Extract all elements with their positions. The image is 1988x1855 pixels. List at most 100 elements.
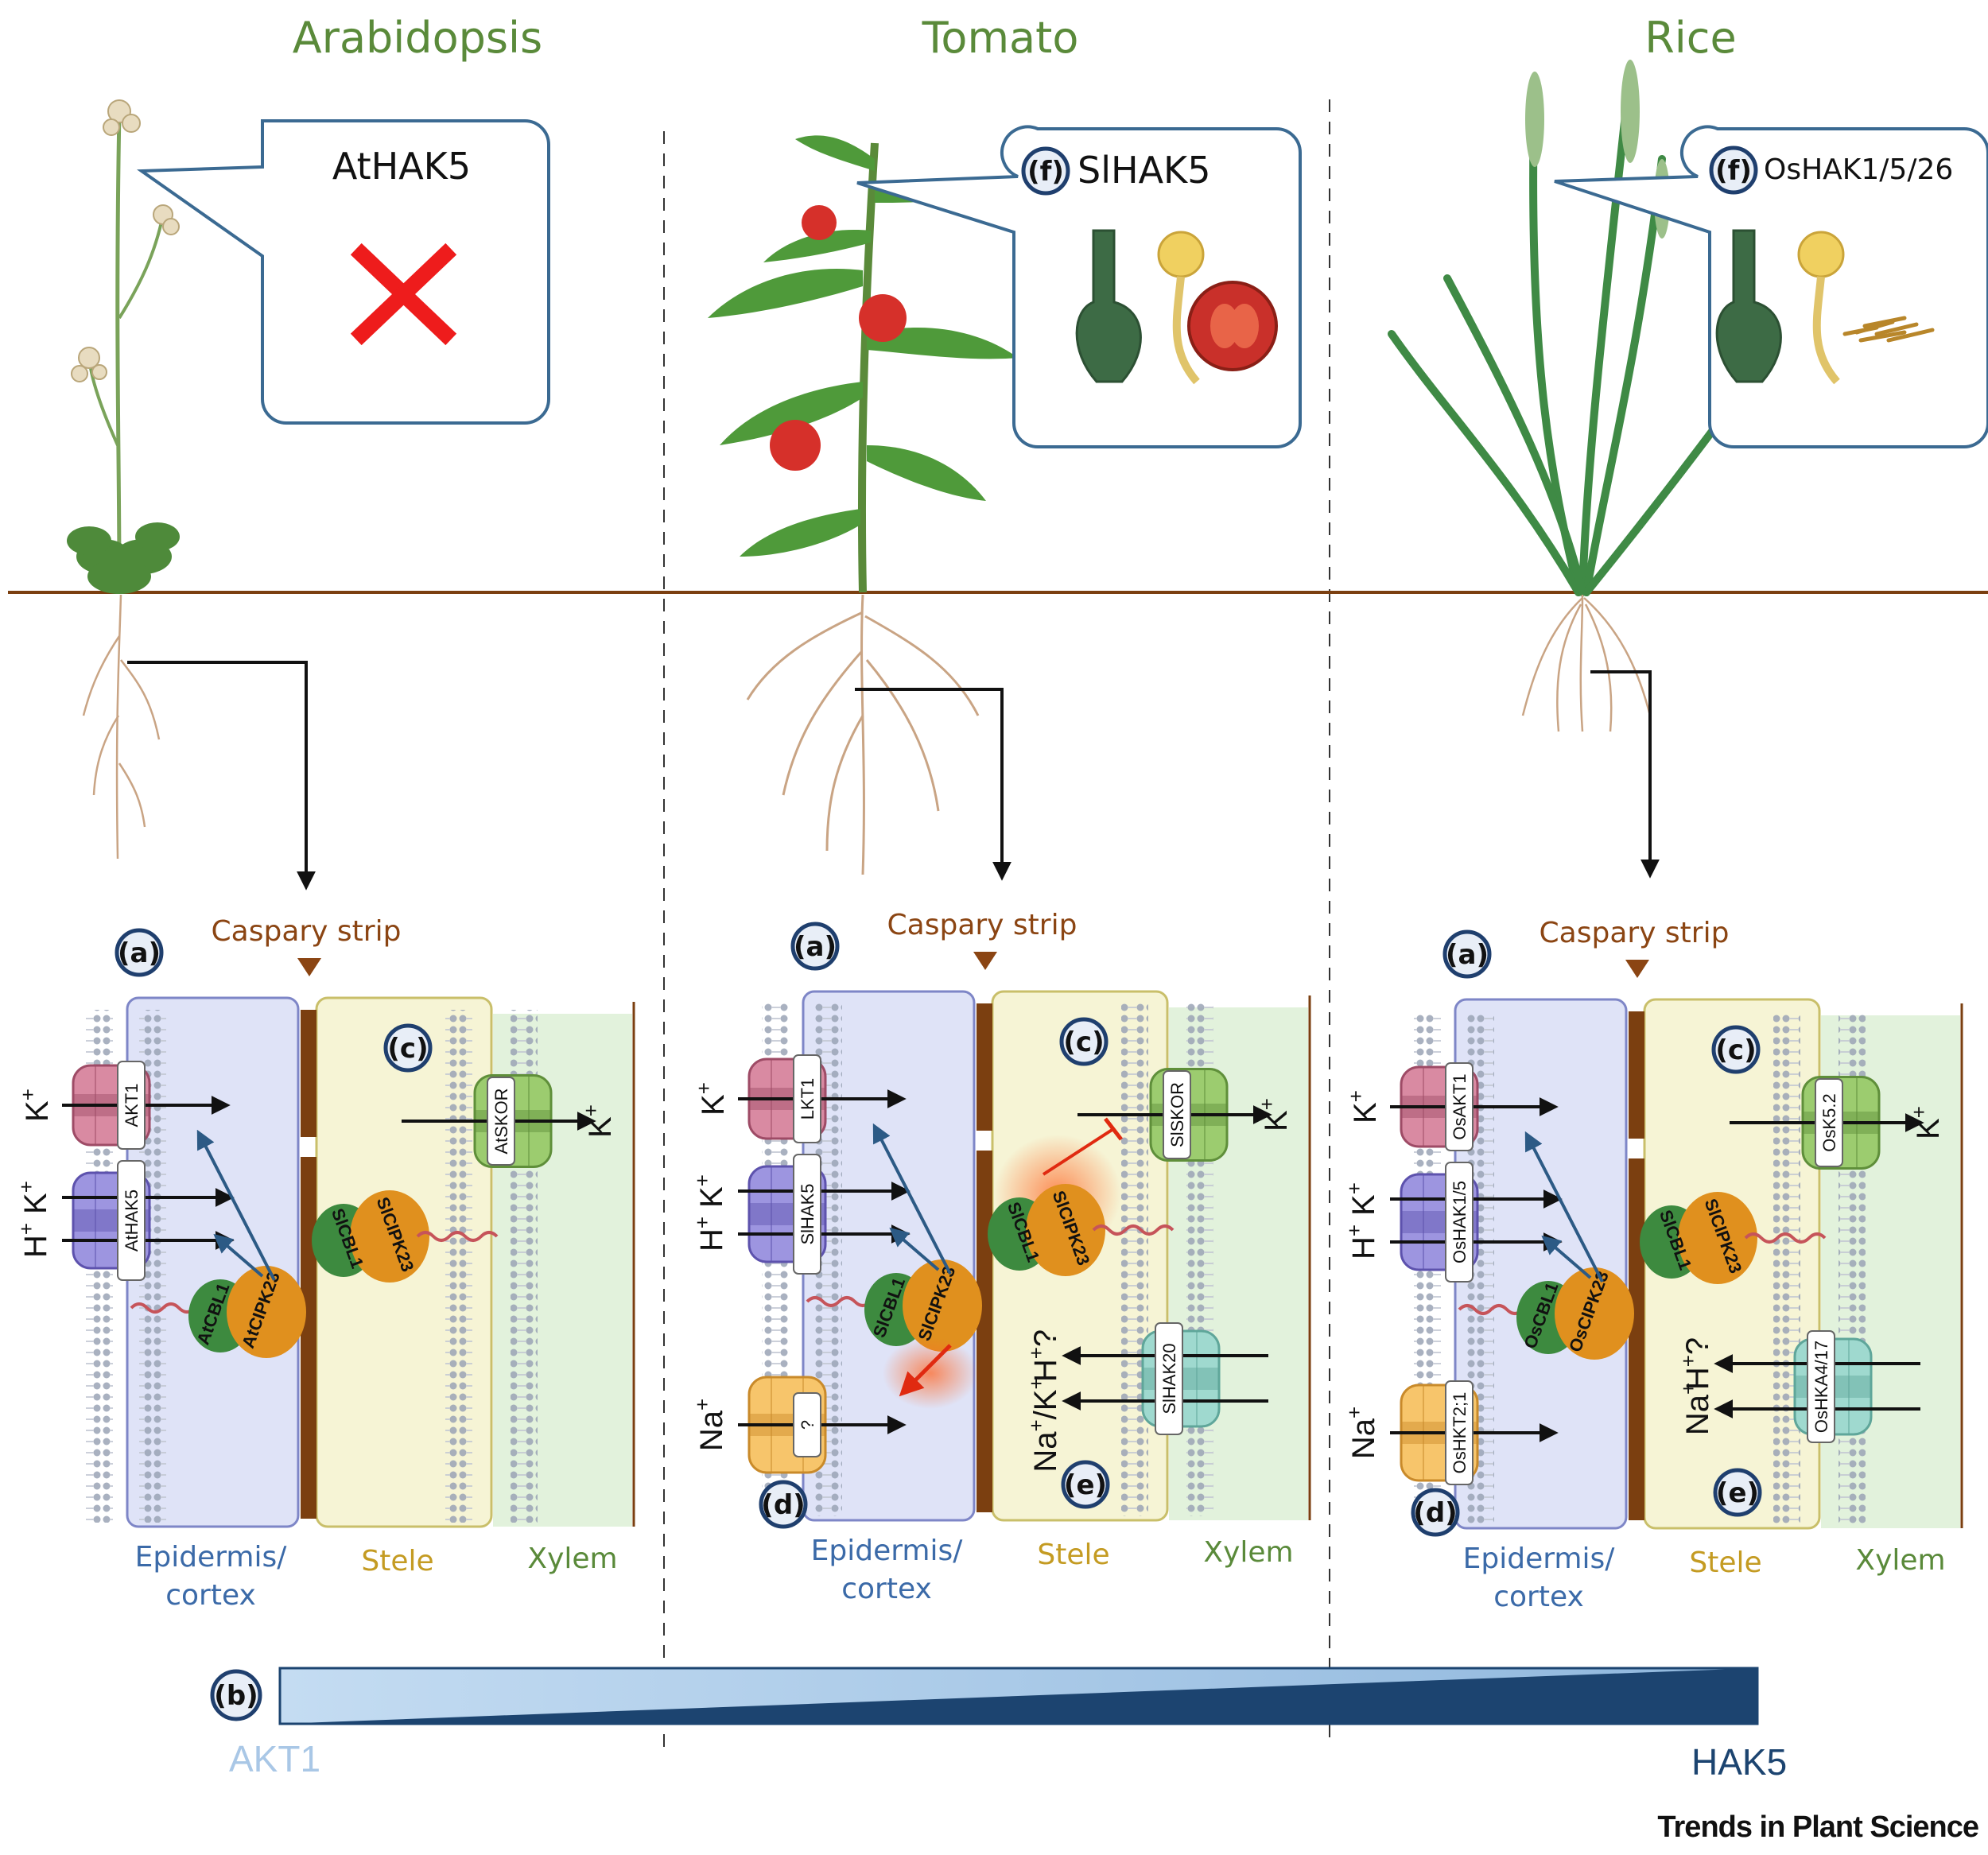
zone-label-xylem: Xylem xyxy=(1203,1536,1293,1569)
pollen-icon xyxy=(1797,231,1845,385)
root-panel-rice: Caspary strip(a)OsAKT1K+OsHAK1/5K+H+OsCB… xyxy=(1342,917,1963,1613)
caspary-pointer xyxy=(297,958,321,976)
zone-label-stele: Stele xyxy=(1037,1539,1109,1571)
inhibition-line xyxy=(1042,1127,1115,1176)
zone-label-stele: Stele xyxy=(1689,1546,1761,1579)
rice-grains-icon xyxy=(1842,316,1935,343)
svg-text:H+: H+ xyxy=(14,1223,53,1258)
svg-text:SlHAK20: SlHAK20 xyxy=(1159,1343,1179,1414)
callout-title-slhak5: SlHAK5 xyxy=(1077,149,1210,192)
svg-text:K+: K+ xyxy=(1344,1090,1383,1123)
svg-text:OsHAK1/5: OsHAK1/5 xyxy=(1450,1181,1470,1263)
svg-text:(e): (e) xyxy=(1716,1477,1759,1509)
svg-text:(f): (f) xyxy=(1027,156,1064,188)
ion-k-hak: K+ xyxy=(14,1181,53,1214)
caspary-strip-label: Caspary strip xyxy=(1540,917,1730,949)
protein-label-hak5: SlHAK5 xyxy=(793,1154,821,1275)
caspary-pointer xyxy=(1625,960,1649,978)
activation-arrow-channel xyxy=(872,1123,952,1275)
gradient-wedge xyxy=(280,1668,1757,1724)
arabidopsis-plant-illustration xyxy=(67,99,180,860)
badge-d: (d) xyxy=(1411,1488,1460,1537)
ion-k-hak: K+ xyxy=(1342,1182,1381,1216)
zone-label-stele: Stele xyxy=(361,1545,433,1578)
badge-f-tomato: (f) xyxy=(1021,146,1070,196)
badge-c: (c) xyxy=(1711,1025,1761,1074)
activation-arrow-channel xyxy=(196,1129,276,1281)
caspary-strip-upper xyxy=(977,1003,992,1131)
svg-text:K+: K+ xyxy=(14,1181,53,1214)
protein-label-hak5: AtHAK5 xyxy=(117,1160,146,1281)
badge-c: (c) xyxy=(383,1023,433,1073)
ion-h-q: H+? xyxy=(1024,1329,1063,1382)
ion-h-q: H+? xyxy=(1676,1337,1715,1390)
protein-label-hak5: OsHAK1/5 xyxy=(1445,1162,1474,1283)
ion-h-hak: H+ xyxy=(690,1217,729,1252)
protein-label-skor: SlSKOR xyxy=(1163,1070,1191,1159)
expression-gradient: (b) AKT1 HAK5 xyxy=(210,1667,1787,1783)
svg-text:K+: K+ xyxy=(16,1089,55,1122)
svg-text:H+: H+ xyxy=(690,1217,729,1252)
protein-label-na-transporter: ? xyxy=(793,1392,821,1457)
ion-na: Na+ xyxy=(690,1399,729,1451)
callout-title-oshak: OsHAK1/5/26 xyxy=(1764,153,1953,186)
svg-text:K+: K+ xyxy=(579,1104,618,1138)
ion-h-hak: H+ xyxy=(1342,1224,1381,1259)
tomato-plant-illustration xyxy=(708,135,1018,875)
activation-arrow-hak xyxy=(889,1227,940,1271)
protein-label-channel: AKT1 xyxy=(117,1061,146,1150)
svg-text:(a): (a) xyxy=(1446,939,1489,971)
caspary-strip-label: Caspary strip xyxy=(887,909,1077,941)
arabidopsis-callout: AtHAK5 xyxy=(136,119,550,425)
zone-label-cortex: cortex xyxy=(1493,1581,1584,1613)
stele-anchor-tail xyxy=(1744,1232,1827,1244)
zone-label-epidermis: Epidermis/ xyxy=(1463,1543,1616,1575)
zone-label-xylem: Xylem xyxy=(527,1543,617,1575)
svg-text:K+: K+ xyxy=(1342,1182,1381,1216)
svg-text:OsHKA4/17: OsHKA4/17 xyxy=(1811,1341,1831,1433)
caspary-strip-upper xyxy=(301,1010,316,1137)
svg-text:K+: K+ xyxy=(1255,1098,1294,1131)
zone-label-xylem: Xylem xyxy=(1855,1544,1945,1577)
svg-text:(c): (c) xyxy=(1715,1034,1756,1066)
protein-label-na-transporter: OsHKT2;1 xyxy=(1445,1380,1474,1485)
zone-label-cortex: cortex xyxy=(841,1573,932,1605)
ion-na: Na+ xyxy=(1342,1407,1381,1459)
svg-text:H+: H+ xyxy=(1342,1224,1381,1259)
pollen-icon xyxy=(1157,231,1205,385)
pistil-icon xyxy=(1715,229,1782,383)
svg-text:Na+: Na+ xyxy=(1342,1407,1381,1459)
ion-k-efflux: K+ xyxy=(1907,1106,1946,1139)
svg-text:LKT1: LKT1 xyxy=(798,1078,817,1120)
zoom-arrow-arabidopsis xyxy=(127,661,316,891)
svg-text:(a): (a) xyxy=(118,937,161,969)
rice-callout: (f) OsHAK1/5/26 xyxy=(1554,125,1988,448)
protein-label-hak-e: OsHKA4/17 xyxy=(1807,1330,1835,1443)
svg-text:(f): (f) xyxy=(1715,155,1752,187)
svg-text:AKT1: AKT1 xyxy=(122,1083,142,1127)
svg-text:(c): (c) xyxy=(1063,1026,1104,1058)
ion-na-k: Na+/K+ xyxy=(1024,1377,1063,1472)
tomato-callout: (f) SlHAK5 xyxy=(856,125,1302,448)
zoom-arrow-rice xyxy=(1590,670,1660,879)
caspary-strip-upper xyxy=(1629,1011,1644,1139)
svg-text:Na+: Na+ xyxy=(690,1399,729,1451)
svg-text:OsHKT2;1: OsHKT2;1 xyxy=(1450,1392,1470,1474)
caspary-strip-lower xyxy=(977,1151,992,1512)
species-title-arabidopsis: Arabidopsis xyxy=(293,13,542,63)
ion-k-top: K+ xyxy=(692,1082,731,1116)
svg-text:?: ? xyxy=(798,1420,817,1430)
badge-d: (d) xyxy=(759,1480,808,1529)
ion-k-efflux: K+ xyxy=(1255,1098,1294,1131)
svg-text:(b): (b) xyxy=(214,1680,258,1712)
svg-text:(a): (a) xyxy=(794,931,837,963)
absent-cross-icon xyxy=(350,243,457,346)
svg-text:AtHAK5: AtHAK5 xyxy=(122,1189,142,1252)
species-title-tomato: Tomato xyxy=(922,13,1079,63)
gradient-label-hak5: HAK5 xyxy=(1691,1741,1787,1783)
